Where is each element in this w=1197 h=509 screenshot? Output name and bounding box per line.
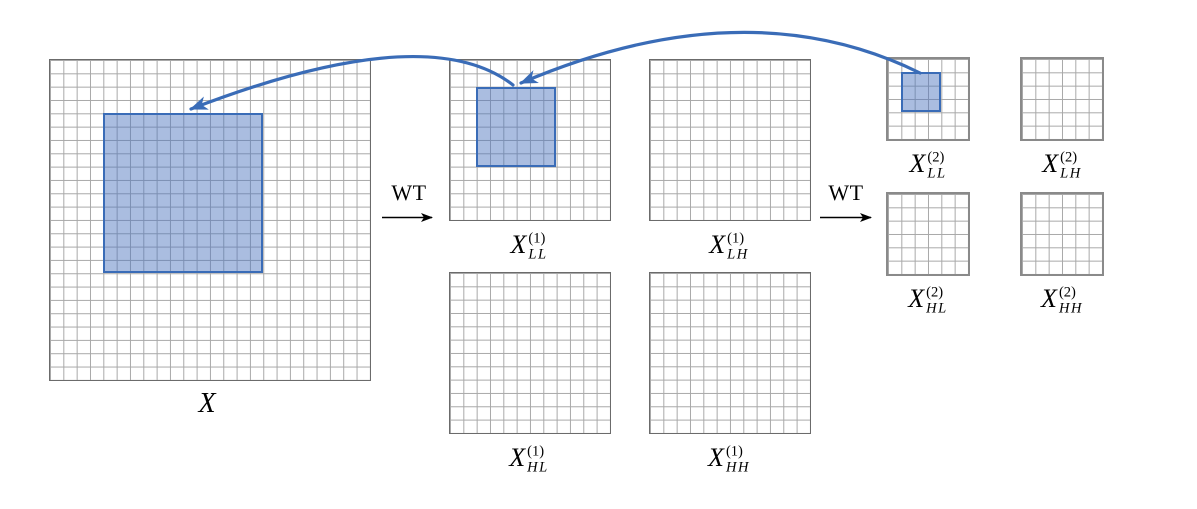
label-hl2: X(2)HL <box>908 285 948 316</box>
label-ll1-sub: LL <box>528 246 548 262</box>
label-hl1-base: X <box>509 442 526 472</box>
label-x: X <box>198 390 217 418</box>
grid-ll2 <box>886 57 970 141</box>
label-hh2: X(2)HH <box>1041 285 1083 316</box>
wt-label-1: WT <box>391 180 427 205</box>
highlight-region-ll1 <box>476 87 556 167</box>
label-lh2-base: X <box>1042 148 1059 178</box>
label-ll2-sub: LL <box>927 165 947 181</box>
label-hl2-base: X <box>908 283 925 313</box>
label-ll1-sup: (1) <box>528 230 546 247</box>
label-x-base: X <box>198 388 216 419</box>
label-hl2-sub: HL <box>926 300 948 316</box>
highlight-region-x <box>103 113 263 273</box>
label-hh1-base: X <box>708 442 724 472</box>
label-ll1-base: X <box>510 229 527 259</box>
wt-label-2: WT <box>828 180 864 205</box>
label-hl1-sub: HL <box>527 459 549 475</box>
label-lh2-sub: LH <box>1060 165 1082 181</box>
highlight-region-ll2 <box>901 72 941 112</box>
label-lh1-sub: LH <box>727 246 749 262</box>
label-lh1-sup: (1) <box>727 230 745 247</box>
label-ll1: X(1)LL <box>510 231 547 262</box>
label-lh2-sup: (2) <box>1060 149 1078 166</box>
label-hl1: X(1)HL <box>509 444 549 475</box>
label-lh1-base: X <box>709 229 726 259</box>
label-hh2-sub: HH <box>1058 300 1083 316</box>
grid-lh1 <box>649 59 811 221</box>
grid-hl2 <box>886 192 970 276</box>
grid-x <box>49 59 371 381</box>
label-hh1-sub: HH <box>725 459 750 475</box>
label-hh1: X(1)HH <box>708 444 750 475</box>
label-ll2-sup: (2) <box>927 149 945 166</box>
grid-hl1 <box>449 272 611 434</box>
grid-hh2 <box>1020 192 1104 276</box>
label-hl2-sup: (2) <box>926 284 944 301</box>
label-lh2: X(2)LH <box>1042 150 1082 181</box>
label-hh2-base: X <box>1041 283 1057 313</box>
grid-hh1 <box>649 272 811 434</box>
grid-ll1 <box>449 59 611 221</box>
label-ll2: X(2)LL <box>909 150 946 181</box>
label-lh1: X(1)LH <box>709 231 749 262</box>
label-hh2-sup: (2) <box>1058 284 1076 301</box>
label-hh1-sup: (1) <box>725 443 743 460</box>
label-ll2-base: X <box>909 148 926 178</box>
label-hl1-sup: (1) <box>527 443 545 460</box>
grid-lh2 <box>1020 57 1104 141</box>
